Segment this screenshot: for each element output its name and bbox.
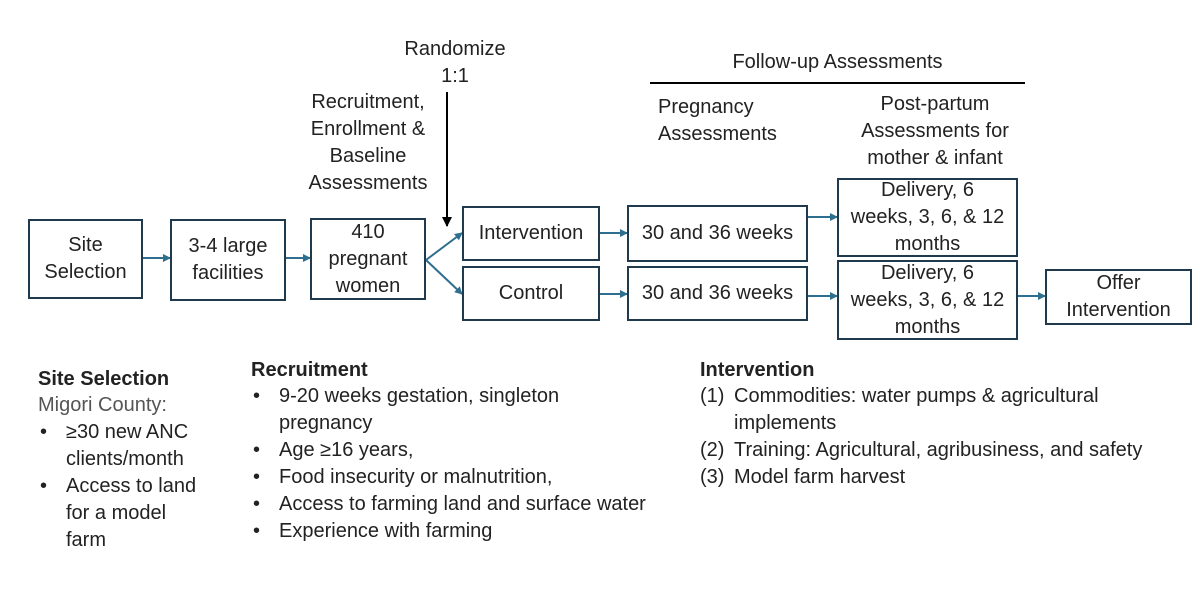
intervention-weeks-box: 30 and 36 weeks (627, 205, 808, 262)
recruitment-section: Recruitment 9-20 weeks gestation, single… (251, 357, 671, 545)
arrow-women-to-intervention (425, 232, 463, 261)
control-weeks-box: 30 and 36 weeks (627, 266, 808, 321)
facilities-box: 3-4 large facilities (170, 219, 286, 301)
list-item: 9-20 weeks gestation, singleton pregnanc… (251, 383, 651, 437)
intervention-list: (1)Commodities: water pumps & agricultur… (700, 383, 1160, 491)
site-selection-section: Site Selection Migori County: ≥30 new AN… (38, 366, 218, 554)
pregnant-women-box: 410 pregnant women (310, 218, 426, 300)
list-item: (1)Commodities: water pumps & agricultur… (700, 385, 1099, 434)
control-box: Control (462, 266, 600, 321)
intervention-box: Intervention (462, 206, 600, 261)
recruitment-header: Recruitment, Enrollment & Baseline Asses… (308, 91, 428, 194)
arrow-women-to-control (425, 259, 463, 295)
list-item: (2)Training: Agricultural, agribusiness,… (700, 439, 1143, 461)
recruitment-list: 9-20 weeks gestation, singleton pregnanc… (251, 383, 651, 545)
list-item: Access to farming land and surface water (251, 491, 651, 518)
follow-up-header: Follow-up Assessments (732, 51, 943, 73)
list-item: Access to land for a model farm (38, 473, 208, 554)
site-selection-subtitle: Migori County: (38, 394, 167, 416)
list-item: Food insecurity or malnutrition, (251, 464, 651, 491)
control-delivery-box: Delivery, 6 weeks, 3, 6, & 12 months (837, 260, 1018, 340)
postpartum-assessments-header: Post-partum Assessments for mother & inf… (861, 93, 1009, 169)
intervention-title: Intervention (700, 359, 815, 381)
list-item: Experience with farming (251, 518, 651, 545)
site-selection-box: Site Selection (28, 219, 143, 299)
pregnancy-assessments-header: Pregnancy Assessments (658, 96, 777, 145)
intervention-section: Intervention (1)Commodities: water pumps… (700, 357, 1170, 491)
recruitment-title: Recruitment (251, 359, 368, 381)
list-item: Age ≥16 years, (251, 437, 651, 464)
list-item: ≥30 new ANC clients/month (38, 419, 208, 473)
randomize-label: Randomize 1:1 (404, 38, 506, 87)
site-selection-list: ≥30 new ANC clients/month Access to land… (38, 419, 208, 554)
intervention-delivery-box: Delivery, 6 weeks, 3, 6, & 12 months (837, 178, 1018, 257)
offer-intervention-box: Offer Intervention (1045, 269, 1192, 325)
list-item: (3)Model farm harvest (700, 466, 906, 488)
site-selection-title: Site Selection (38, 368, 170, 390)
